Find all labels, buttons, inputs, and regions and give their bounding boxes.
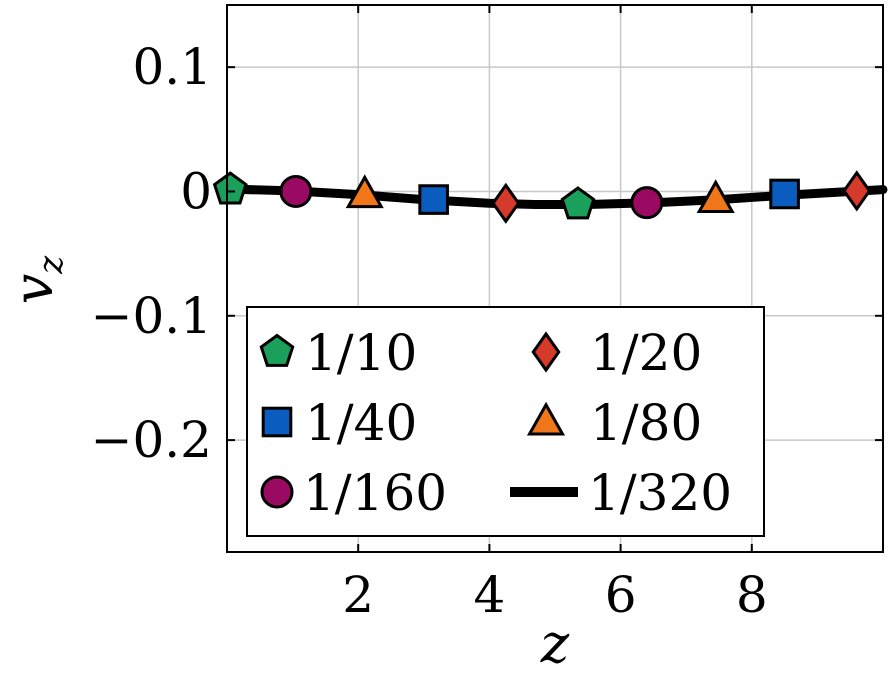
legend-label: 1/20 (590, 324, 702, 382)
x-tick-label: 4 (473, 566, 505, 624)
legend-marker-pentagon (259, 333, 295, 367)
y-axis-label-sub: z (31, 255, 71, 275)
legend-label: 1/10 (305, 324, 417, 382)
data-point-circle (279, 174, 313, 208)
legend-label: 1/320 (588, 464, 732, 522)
legend-label: 1/160 (303, 464, 447, 522)
legend-marker-diamond (531, 331, 561, 373)
legend: 1/10 1/20 1/40 1/80 1/160 1/320 (246, 306, 765, 537)
legend-label: 1/40 (305, 394, 417, 452)
y-axis-label: vz (2, 255, 71, 305)
plot-frame (226, 4, 884, 553)
data-point-diamond (491, 182, 521, 224)
y-tick-label: 0 (180, 162, 212, 220)
x-axis-ticks: 2 4 6 8 (342, 5, 768, 624)
x-tick-label: 8 (736, 566, 768, 624)
legend-box (246, 306, 765, 537)
data-point-diamond (842, 170, 872, 212)
data-point-circle (630, 186, 664, 220)
y-tick-label: 0.1 (132, 38, 212, 96)
legend-label: 1/80 (590, 394, 702, 452)
svg-text:vz: vz (2, 255, 71, 305)
data-point-pentagon (560, 186, 596, 220)
y-axis-label-main: v (2, 274, 65, 305)
y-axis-ticks: 0.1 0 −0.1 −0.2 (91, 38, 883, 469)
legend-marker-circle (260, 475, 294, 509)
data-point-square (418, 184, 449, 215)
data-point-square (769, 178, 800, 210)
x-tick-label: 2 (342, 566, 374, 624)
legend-marker-square (261, 406, 293, 438)
marker-layer (212, 170, 872, 224)
data-point-triangle (345, 174, 384, 209)
data-point-pentagon (212, 171, 248, 205)
y-tick-label: −0.2 (91, 411, 212, 469)
y-tick-label: −0.1 (91, 287, 212, 345)
data-point-triangle (696, 179, 735, 214)
legend-marker-triangle (526, 401, 566, 436)
x-tick-label: 6 (605, 566, 637, 624)
x-axis-label: z (540, 612, 570, 675)
